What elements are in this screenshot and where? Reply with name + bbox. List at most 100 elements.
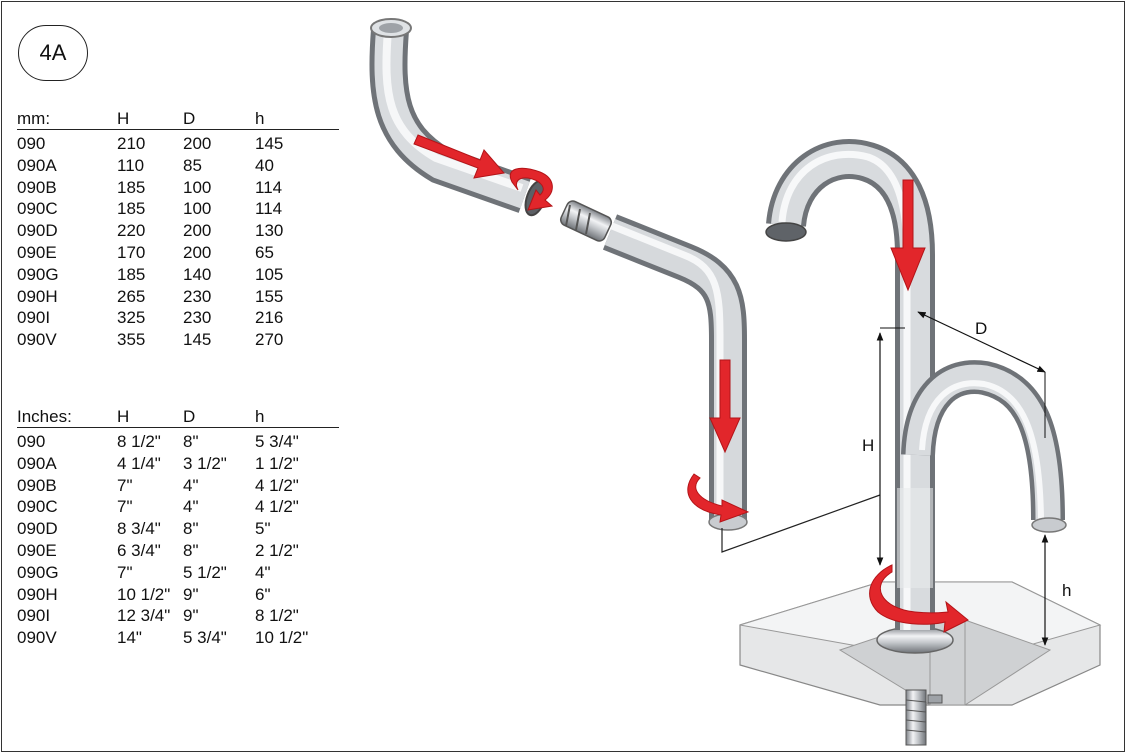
cell: 090C <box>17 199 58 219</box>
leader-line <box>721 494 881 553</box>
assembly-arrows <box>413 134 969 633</box>
dimension-h-label: h <box>1062 581 1071 600</box>
cell: 185 <box>117 199 146 219</box>
cell: 140 <box>183 264 212 284</box>
table-row: 090 8 1/2" 8" 5 3/4" <box>17 431 339 453</box>
dimension-D-label: D <box>975 319 987 338</box>
cell: 130 <box>255 221 284 241</box>
header-cell: h <box>255 109 265 128</box>
cell: 090 <box>17 134 46 153</box>
cell: 5 3/4" <box>255 432 299 451</box>
cell: 7" <box>117 475 133 495</box>
cell: 185 <box>117 177 146 197</box>
tap-lower-spout <box>901 360 1067 533</box>
cell: 200 <box>183 242 212 262</box>
table-row: 090E 170 200 65 <box>17 242 339 264</box>
cell: 8" <box>183 432 199 451</box>
cell: 090G <box>17 264 59 284</box>
cell: 185 <box>117 264 146 284</box>
cell: 100 <box>183 199 212 219</box>
cell: 7" <box>117 497 133 517</box>
table-row: 090B 7" 4" 4 1/2" <box>17 475 339 497</box>
cell: 090E <box>17 242 57 262</box>
header-cell: H <box>117 109 130 128</box>
table-header-row: Inches: H D h <box>17 407 339 428</box>
cell: 090B <box>17 475 57 495</box>
down-arrow-icon <box>709 359 741 454</box>
cell: 090B <box>17 177 57 197</box>
cell: 355 <box>117 330 146 350</box>
table-header-row: mm: H D h <box>17 109 339 130</box>
cell: 9" <box>183 606 199 626</box>
cell: 110 <box>117 155 145 175</box>
cell: 220 <box>117 221 146 241</box>
cell: 8 1/2" <box>255 606 299 626</box>
cell: 65 <box>255 242 274 262</box>
cell: 090I <box>17 308 51 328</box>
cell: 230 <box>183 286 212 306</box>
cell: 270 <box>255 330 284 350</box>
cell: 12 3/4" <box>117 606 171 626</box>
cell: 9" <box>183 584 199 604</box>
cell: 40 <box>255 155 274 175</box>
header-cell: Inches: <box>17 407 72 426</box>
cell: 216 <box>255 308 284 328</box>
cell: 4 1/2" <box>255 497 299 517</box>
cell: 145 <box>183 330 212 350</box>
dimension-lines: H D h <box>862 311 1071 646</box>
cell: 200 <box>183 221 212 241</box>
cell: 210 <box>117 134 146 153</box>
cell: 114 <box>255 199 283 219</box>
insert-arrow-icon <box>413 134 505 179</box>
cell: 8 1/2" <box>117 432 161 451</box>
table-row: 090G 185 140 105 <box>17 264 339 286</box>
rotate-arrow-icon <box>509 167 554 211</box>
base-flange <box>876 626 954 654</box>
header-cell: H <box>117 407 130 426</box>
header-cell: mm: <box>17 109 51 128</box>
cell: 4 1/4" <box>117 453 161 473</box>
rotate-arrow-icon <box>687 473 750 523</box>
cell: 4 1/2" <box>255 475 299 495</box>
cell: 5 3/4" <box>183 628 227 648</box>
cell: 090V <box>17 628 57 648</box>
cell: 090 <box>17 432 46 451</box>
cell: 1 1/2" <box>255 453 299 473</box>
header-cell: D <box>183 109 196 128</box>
figure-badge: 4A <box>18 25 88 81</box>
cell: 6 3/4" <box>117 540 161 560</box>
rotate-arrow-icon <box>869 564 969 633</box>
table-row: 090V 355 145 270 <box>17 329 339 351</box>
cell: 8 3/4" <box>117 519 161 539</box>
threaded-connector <box>559 200 613 242</box>
table-row: 090C 185 100 114 <box>17 198 339 220</box>
cell: 170 <box>117 242 146 262</box>
cell: 10 1/2" <box>117 584 171 604</box>
cell: 090V <box>17 330 57 350</box>
cell: 145 <box>255 134 284 153</box>
cell: 265 <box>117 286 146 306</box>
cell: 100 <box>183 177 212 197</box>
mounting-shank <box>905 689 943 746</box>
cell: 4" <box>183 475 199 495</box>
cell: 105 <box>255 264 284 284</box>
cell: 090I <box>17 606 51 626</box>
cell: 5 1/2" <box>183 562 227 582</box>
cell: 090H <box>17 584 58 604</box>
cell: 090A <box>17 155 57 175</box>
cell: 090G <box>17 562 59 582</box>
cell: 090H <box>17 286 58 306</box>
